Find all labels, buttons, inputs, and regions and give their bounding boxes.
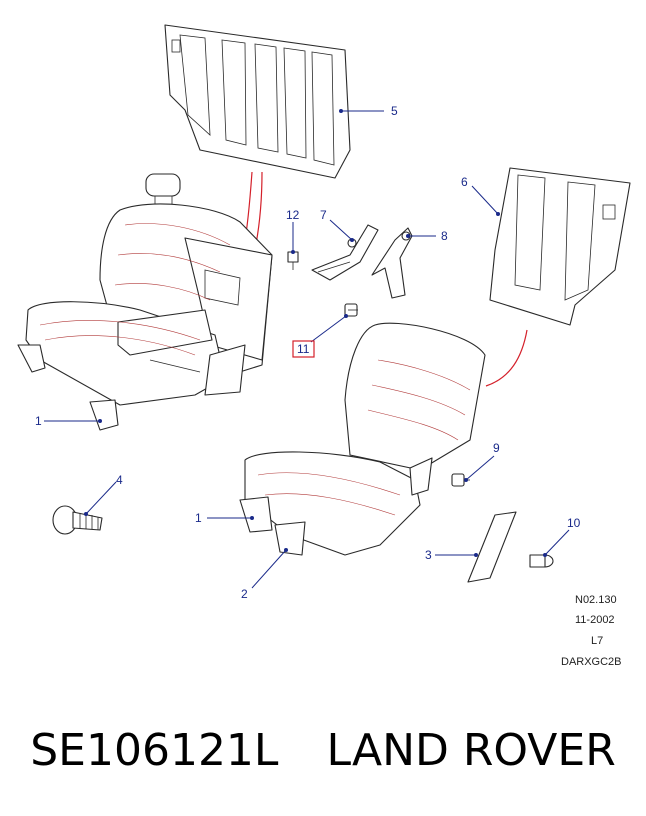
front-seat-assembly <box>244 322 486 556</box>
part-number: SE106121L <box>30 724 279 776</box>
callout-7: 7 <box>320 208 327 222</box>
callout-4: 4 <box>116 473 123 487</box>
callout-1-rear: 1 <box>35 414 42 428</box>
caption-bar: SE106121L LAND ROVER <box>0 700 646 800</box>
bolt-4 <box>52 505 103 535</box>
callout-9: 9 <box>493 441 500 455</box>
bolt-11 <box>344 303 358 317</box>
diagram-group-code: DARXGC2B <box>561 656 622 668</box>
diagram-date: 11-2002 <box>575 614 615 626</box>
seat-runner-2-front <box>274 521 306 556</box>
trim-plate-3 <box>467 511 517 583</box>
hinge-bracket-8 <box>371 227 413 299</box>
callout-12: 12 <box>286 208 300 222</box>
callout-1-front: 1 <box>195 511 202 525</box>
callout-5: 5 <box>391 104 398 118</box>
exploded-parts-diagram: 1 1 2 3 4 5 6 7 8 9 10 11 12 N02.130 11-… <box>17 24 631 668</box>
bolt-12 <box>287 251 299 270</box>
callout-8: 8 <box>441 229 448 243</box>
callout-11: 11 <box>297 342 310 356</box>
callout-11-highlight <box>292 340 315 358</box>
cap-10 <box>529 554 554 568</box>
connection-line-6 <box>485 329 528 387</box>
seat-runner-1-rear <box>17 344 246 431</box>
diagram-model-code: L7 <box>591 635 603 647</box>
callout-10: 10 <box>567 516 581 530</box>
rear-seat-assembly <box>25 173 273 406</box>
brand-name: LAND ROVER <box>326 724 616 776</box>
seat-back-panel-5 <box>164 24 351 179</box>
callout-2: 2 <box>241 587 248 601</box>
seat-back-panel-6 <box>489 167 631 326</box>
callout-3: 3 <box>425 548 432 562</box>
callout-6: 6 <box>461 175 468 189</box>
seat-runner-1-front <box>239 496 273 533</box>
diagram-ref-code: N02.130 <box>575 594 617 606</box>
leader-lines <box>44 109 570 589</box>
